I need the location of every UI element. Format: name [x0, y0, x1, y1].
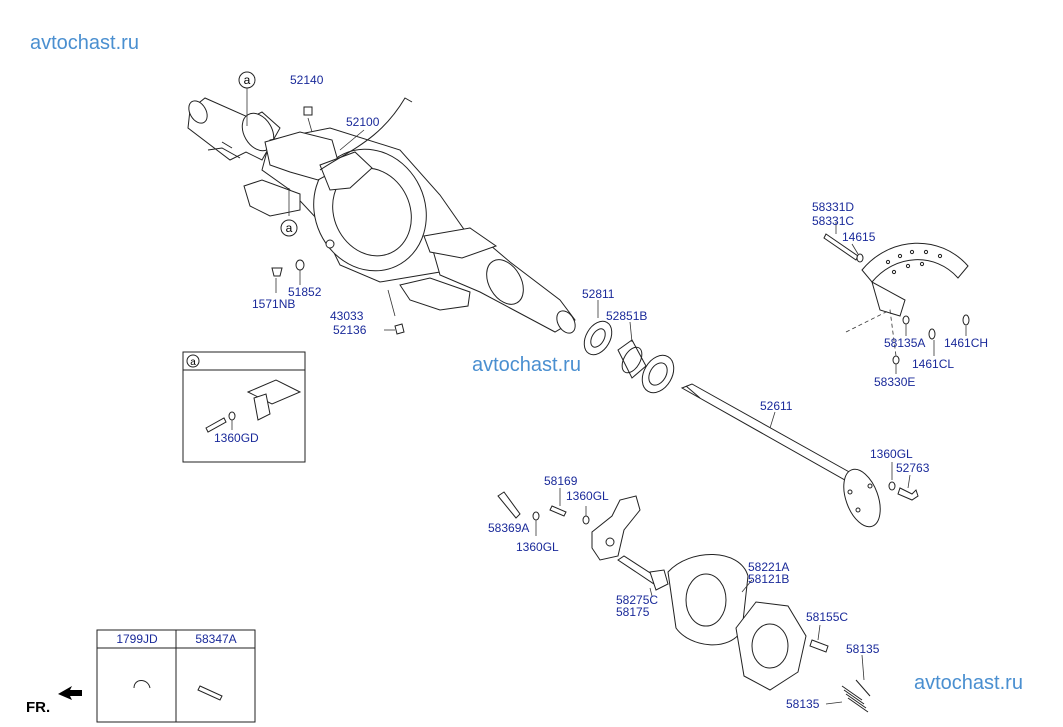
- ring-1461CH[interactable]: [962, 314, 970, 326]
- bolt-58369A[interactable]: [497, 491, 521, 519]
- leader-58155C: [817, 624, 821, 641]
- parts-table: [96, 629, 256, 723]
- label-58331C: 58331C: [812, 214, 854, 228]
- front-arrow-icon: [58, 686, 82, 700]
- leader-52140: [307, 117, 313, 133]
- leader-58135-bottom: [825, 701, 843, 705]
- label-51852: 51852: [288, 285, 322, 299]
- leader-52763: [907, 474, 911, 489]
- label-52140: 52140: [290, 73, 324, 87]
- cam-bracket[interactable]: [591, 495, 641, 561]
- plug-51852[interactable]: [295, 259, 305, 271]
- brake-shoe[interactable]: [861, 242, 969, 317]
- watermark-center: avtochast.ru: [472, 354, 581, 376]
- assembly-dash-line: [845, 309, 897, 357]
- ring-58135A[interactable]: [902, 315, 910, 325]
- label-52611: 52611: [760, 399, 793, 413]
- label-52763: 52763: [896, 461, 930, 475]
- bolt-58155C[interactable]: [809, 639, 829, 653]
- label-58135A: 58135A: [884, 336, 925, 350]
- bolt-52763[interactable]: [897, 487, 919, 501]
- label-58331D: 58331D: [812, 200, 854, 214]
- label-1360GL-shaft: 1360GL: [870, 447, 913, 461]
- bolt-58169[interactable]: [549, 505, 567, 517]
- wheel-bearing[interactable]: [636, 350, 680, 399]
- leader-58135-top: [861, 654, 865, 681]
- label-58369A: 58369A: [488, 521, 529, 535]
- svg-text:a: a: [244, 73, 251, 87]
- callout-a-bottom: a: [280, 219, 298, 237]
- label-58330E: 58330E: [874, 375, 915, 389]
- axle-housing[interactable]: [185, 97, 579, 337]
- label-52811: 52811: [582, 287, 615, 301]
- washer-1360GL-left[interactable]: [532, 511, 540, 521]
- label-1461CL: 1461CL: [912, 357, 954, 371]
- label-1461CH: 1461CH: [944, 336, 988, 350]
- s-cam-58275C[interactable]: [617, 555, 669, 591]
- label-1360GD: 1360GD: [214, 431, 259, 445]
- label-58169: 58169: [544, 474, 578, 488]
- washer-1360GL-shaft[interactable]: [888, 481, 896, 491]
- leader-52851B: [629, 321, 633, 343]
- table-header-58347A: 58347A: [195, 632, 236, 646]
- label-1360GL-mid: 1360GL: [566, 489, 609, 503]
- ring-1461CL[interactable]: [928, 328, 936, 340]
- table-header-1799JD: 1799JD: [116, 632, 158, 646]
- label-52136: 52136: [333, 323, 367, 337]
- bearing-cup-52851B[interactable]: [617, 339, 647, 379]
- axle-shaft-52611[interactable]: [680, 383, 887, 532]
- oil-seal-52811[interactable]: [579, 316, 618, 359]
- bolt-52140[interactable]: [303, 106, 313, 116]
- washer-1360GL-mid[interactable]: [582, 515, 590, 525]
- dust-shield-58221A[interactable]: [667, 554, 749, 646]
- watermark-bottom-right: avtochast.ru: [914, 672, 1023, 694]
- callout-a-top: a: [238, 71, 256, 89]
- svg-text:a: a: [190, 357, 196, 368]
- label-58135-bottom: 58135: [786, 697, 820, 711]
- label-14615: 14615: [842, 230, 876, 244]
- ring-58330E[interactable]: [892, 355, 900, 365]
- label-58175: 58175: [616, 605, 650, 619]
- spider-58121B[interactable]: [735, 601, 807, 691]
- leader-43033: [387, 289, 396, 317]
- label-58221A: 58221A: [748, 560, 789, 574]
- leader-58221A: [741, 579, 753, 593]
- watermark-top-left: avtochast.ru: [30, 32, 139, 54]
- label-43033: 43033: [330, 309, 364, 323]
- label-58121B: 58121B: [748, 572, 789, 586]
- leader-52100: [339, 129, 365, 151]
- bolt-icon: [197, 685, 223, 701]
- label-1571NB: 1571NB: [252, 297, 295, 311]
- clip-14615[interactable]: [856, 253, 864, 263]
- svg-text:a: a: [286, 221, 293, 235]
- clip-icon: [133, 680, 151, 689]
- leader-14615: [851, 243, 859, 255]
- spring-58135[interactable]: [841, 679, 871, 713]
- label-58275C: 58275C: [616, 593, 658, 607]
- pin-58331D[interactable]: [823, 233, 859, 261]
- label-1360GL-left: 1360GL: [516, 540, 559, 554]
- leader-52611: [769, 411, 776, 429]
- label-58135-top: 58135: [846, 642, 880, 656]
- detail-box-a: a: [182, 351, 306, 463]
- label-58155C: 58155C: [806, 610, 848, 624]
- front-direction-label: FR.: [26, 699, 51, 716]
- plug-1571NB[interactable]: [271, 267, 283, 277]
- label-52100: 52100: [346, 115, 380, 129]
- nut-52136[interactable]: [394, 323, 405, 335]
- leader-58275C: [649, 587, 653, 597]
- label-52851B: 52851B: [606, 309, 647, 323]
